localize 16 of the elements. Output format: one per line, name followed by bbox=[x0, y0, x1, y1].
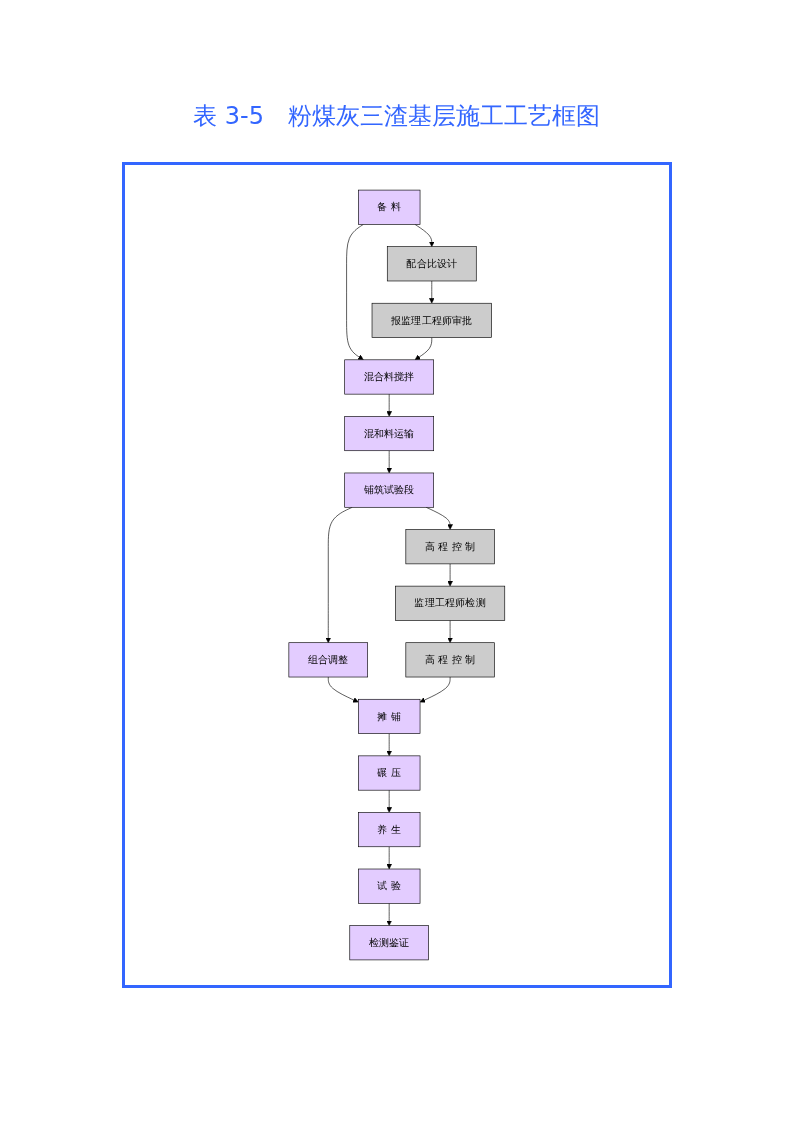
node-box: 报监理工程师审批 bbox=[371, 302, 492, 338]
node-box: 配合比设计 bbox=[386, 246, 477, 282]
node-box: 组合调整 bbox=[288, 642, 368, 678]
node-box: 混和料运输 bbox=[344, 416, 434, 452]
node-box: 混合料搅拌 bbox=[344, 359, 434, 395]
node-box: 高 程 控 制 bbox=[405, 529, 495, 565]
node-box: 备 料 bbox=[357, 189, 421, 225]
node-box: 碾 压 bbox=[357, 755, 421, 791]
node-box: 高 程 控 制 bbox=[405, 642, 495, 678]
node-box: 养 生 bbox=[357, 812, 421, 848]
node-box: 摊 铺 bbox=[357, 698, 421, 734]
node-box: 监理工程师检测 bbox=[394, 585, 505, 621]
diagram-title: 表 3-5 粉煤灰三渣基层施工工艺框图 bbox=[192, 101, 601, 132]
node-box: 铺筑试验段 bbox=[344, 472, 434, 508]
node-box: 试 验 bbox=[357, 868, 421, 904]
node-box: 检测鉴证 bbox=[349, 925, 429, 961]
